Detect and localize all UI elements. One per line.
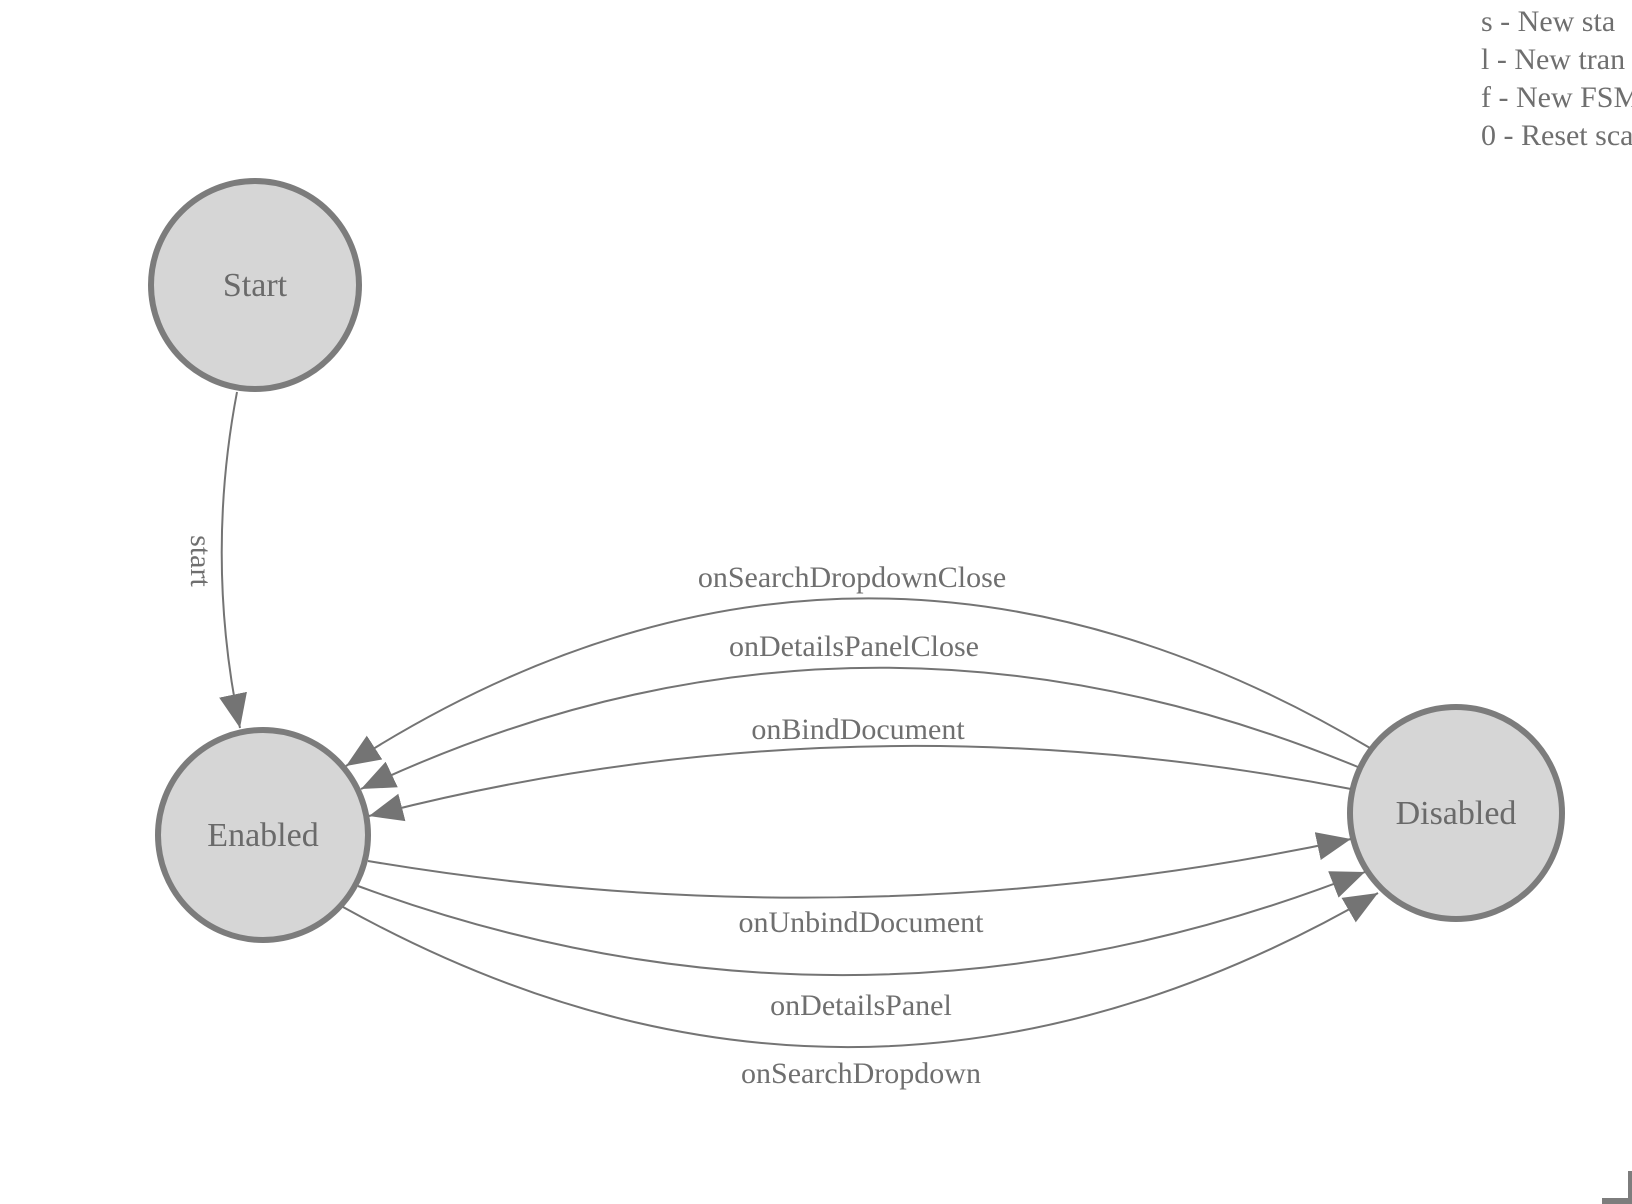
transition-enabled-to-disabled-1[interactable]: onUnbindDocument xyxy=(367,832,1352,939)
transition-disabled-to-enabled-1[interactable]: onSearchDropdownClose xyxy=(345,561,1371,767)
transition-label-disabled-to-enabled-2[interactable]: onDetailsPanelClose xyxy=(729,630,979,663)
corner-widget-horizontal-bar xyxy=(1602,1198,1632,1204)
transition-label-start-to-enabled[interactable]: start xyxy=(184,535,217,587)
transition-label-enabled-to-disabled-1[interactable]: onUnbindDocument xyxy=(739,906,985,939)
transition-path-start-to-enabled[interactable] xyxy=(219,391,247,729)
transition-path-enabled-to-disabled-2[interactable] xyxy=(357,871,1366,977)
legend-line-new-state: s - New sta xyxy=(1481,5,1616,38)
transition-path-disabled-to-enabled-2[interactable] xyxy=(360,666,1359,790)
state-circle-enabled[interactable] xyxy=(155,727,371,943)
edges-layer: start onSearchDropdownClose onDetailsPanel… xyxy=(184,391,1379,1090)
transition-disabled-to-enabled-3[interactable]: onBindDocument xyxy=(368,713,1352,822)
shortcut-legend: s - New sta l - New tran f - New FSM 0 -… xyxy=(1481,3,1632,155)
transition-label-disabled-to-enabled-3[interactable]: onBindDocument xyxy=(751,713,965,746)
state-start[interactable]: Start xyxy=(148,178,362,392)
state-circle-start[interactable] xyxy=(148,178,362,392)
state-disabled[interactable]: Disabled xyxy=(1347,704,1565,922)
legend-line-new-fsm: f - New FSM xyxy=(1481,81,1632,114)
state-label-disabled: Disabled xyxy=(1396,795,1517,832)
transition-path-disabled-to-enabled-3[interactable] xyxy=(368,744,1352,822)
transition-enabled-to-disabled-2[interactable]: onDetailsPanel xyxy=(357,871,1366,1022)
transition-label-disabled-to-enabled-1[interactable]: onSearchDropdownClose xyxy=(698,561,1006,594)
transition-label-enabled-to-disabled-2[interactable]: onDetailsPanel xyxy=(770,989,952,1022)
transition-disabled-to-enabled-2[interactable]: onDetailsPanelClose xyxy=(360,630,1359,790)
state-enabled[interactable]: Enabled xyxy=(155,727,371,943)
state-circle-disabled[interactable] xyxy=(1347,704,1565,922)
transition-path-enabled-to-disabled-3[interactable] xyxy=(342,892,1379,1048)
transition-enabled-to-disabled-3[interactable]: onSearchDropdown xyxy=(342,892,1379,1090)
corner-widget-vertical-bar xyxy=(1628,1171,1632,1204)
state-label-enabled: Enabled xyxy=(207,817,318,854)
legend-line-reset-scale: 0 - Reset sca xyxy=(1481,119,1632,152)
state-label-start: Start xyxy=(223,267,288,304)
legend-line-new-transition: l - New tran xyxy=(1481,43,1626,76)
transition-path-enabled-to-disabled-1[interactable] xyxy=(367,832,1352,899)
transition-label-enabled-to-disabled-3[interactable]: onSearchDropdown xyxy=(741,1057,981,1090)
transition-path-disabled-to-enabled-1[interactable] xyxy=(345,597,1371,767)
transition-start-to-enabled[interactable]: start xyxy=(184,391,247,729)
